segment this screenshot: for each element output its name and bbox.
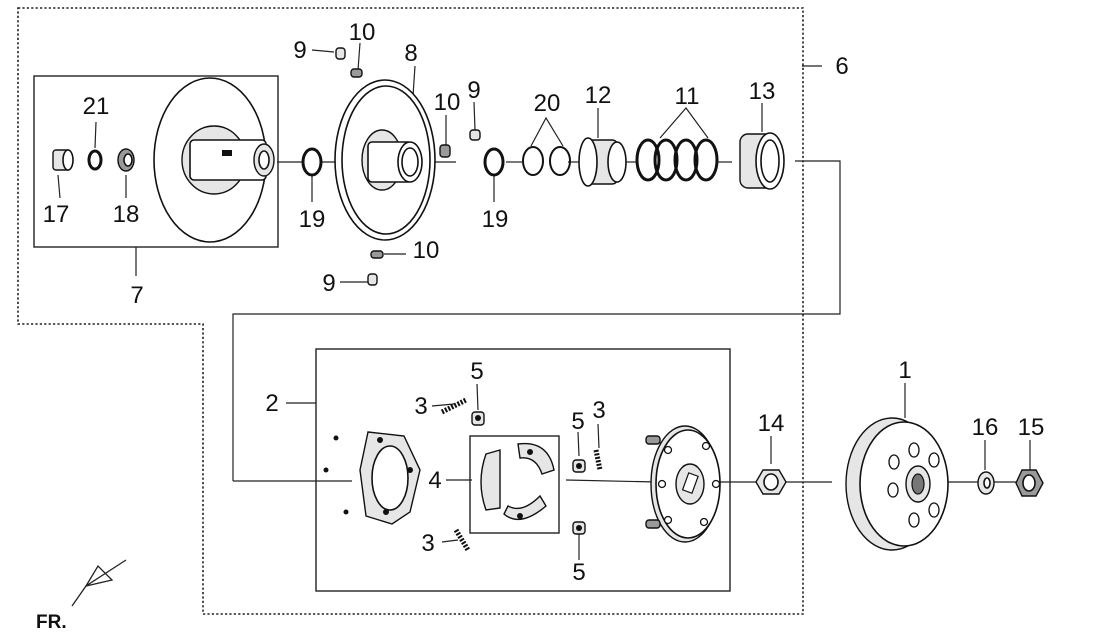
label-part-9a: 9 <box>293 37 306 64</box>
part-13-spring-seat <box>739 132 785 190</box>
leader-3b <box>597 423 600 449</box>
leader-20 <box>530 116 564 147</box>
part-8-movable-pulley <box>334 79 436 241</box>
label-part-5a: 5 <box>470 358 483 385</box>
part-drive-plate <box>645 425 721 543</box>
label-part-21: 21 <box>83 93 110 120</box>
front-direction-label: FR. <box>36 612 67 633</box>
axis-line-mid <box>565 479 657 483</box>
part-16-washer <box>977 471 995 495</box>
part-19-o-ring-a <box>301 147 323 177</box>
label-part-5b: 5 <box>571 408 584 435</box>
label-part-10a: 10 <box>349 19 376 46</box>
assembly-6-dashed-border <box>17 7 804 615</box>
label-part-19b: 19 <box>482 206 509 233</box>
assembly-2-box <box>315 348 731 592</box>
part-fixed-pulley-face <box>153 77 275 243</box>
label-part-2: 2 <box>265 390 278 417</box>
part-20-seals <box>522 146 571 176</box>
front-direction-arrow-icon <box>71 559 127 607</box>
part-5b-damper <box>572 459 586 473</box>
label-part-14: 14 <box>758 410 785 437</box>
label-part-3c: 3 <box>421 530 434 557</box>
label-part-10c: 10 <box>413 237 440 264</box>
part-9c-pin <box>367 273 378 286</box>
shaft-connector-line <box>232 160 841 481</box>
leader-21 <box>94 121 97 149</box>
leader-10a <box>357 42 361 71</box>
part-21-circlip <box>87 149 103 171</box>
part-11-spring <box>635 138 719 182</box>
label-part-9c: 9 <box>322 270 335 297</box>
part-3b-spring <box>593 449 603 471</box>
label-part-18: 18 <box>113 201 140 228</box>
leader-5a <box>476 383 479 411</box>
label-part-8: 8 <box>404 40 417 67</box>
label-part-1: 1 <box>898 357 911 384</box>
leader-3a <box>431 403 455 407</box>
part-10a-guide <box>350 68 363 78</box>
label-part-5c: 5 <box>572 559 585 586</box>
part-3c-spring <box>453 528 471 552</box>
label-part-19a: 19 <box>299 206 326 233</box>
part-9a-pin <box>335 47 346 60</box>
part-10b-guide <box>439 144 451 158</box>
leader-8 <box>412 65 416 97</box>
part-5a-damper <box>471 411 485 426</box>
part-17-bushing <box>52 149 74 171</box>
part-18-bearing <box>117 148 135 172</box>
label-part-16: 16 <box>972 414 999 441</box>
leader-11 <box>659 107 709 139</box>
label-part-10b: 10 <box>434 89 461 116</box>
label-part-17: 17 <box>43 201 70 228</box>
part-5c-damper <box>572 521 586 535</box>
leader-9b <box>473 101 476 131</box>
leader-5b <box>577 431 580 457</box>
label-part-20: 20 <box>534 90 561 117</box>
leader-3c <box>441 539 459 543</box>
leader-9a <box>311 49 335 53</box>
label-part-6: 6 <box>835 53 848 80</box>
part-1-clutch-bell <box>845 417 949 551</box>
label-part-3a: 3 <box>414 393 427 420</box>
part-14-nut <box>755 469 787 495</box>
leader-17 <box>57 174 61 199</box>
label-part-9b: 9 <box>467 77 480 104</box>
part-clutch-plate <box>323 431 421 525</box>
part-4-clutch-shoes <box>469 435 560 534</box>
label-part-13: 13 <box>749 78 776 105</box>
label-part-7: 7 <box>130 282 143 309</box>
label-part-12: 12 <box>585 82 612 109</box>
part-15-nut <box>1015 469 1044 497</box>
label-part-4: 4 <box>428 467 441 494</box>
label-part-15: 15 <box>1018 414 1045 441</box>
label-part-11: 11 <box>675 83 700 110</box>
label-part-3b: 3 <box>592 397 605 424</box>
part-12-seal-collar <box>578 137 627 187</box>
part-10c-guide <box>370 250 384 259</box>
part-3a-spring <box>440 397 468 415</box>
part-9b-pin <box>469 129 481 141</box>
part-19-o-ring-b <box>483 147 505 177</box>
